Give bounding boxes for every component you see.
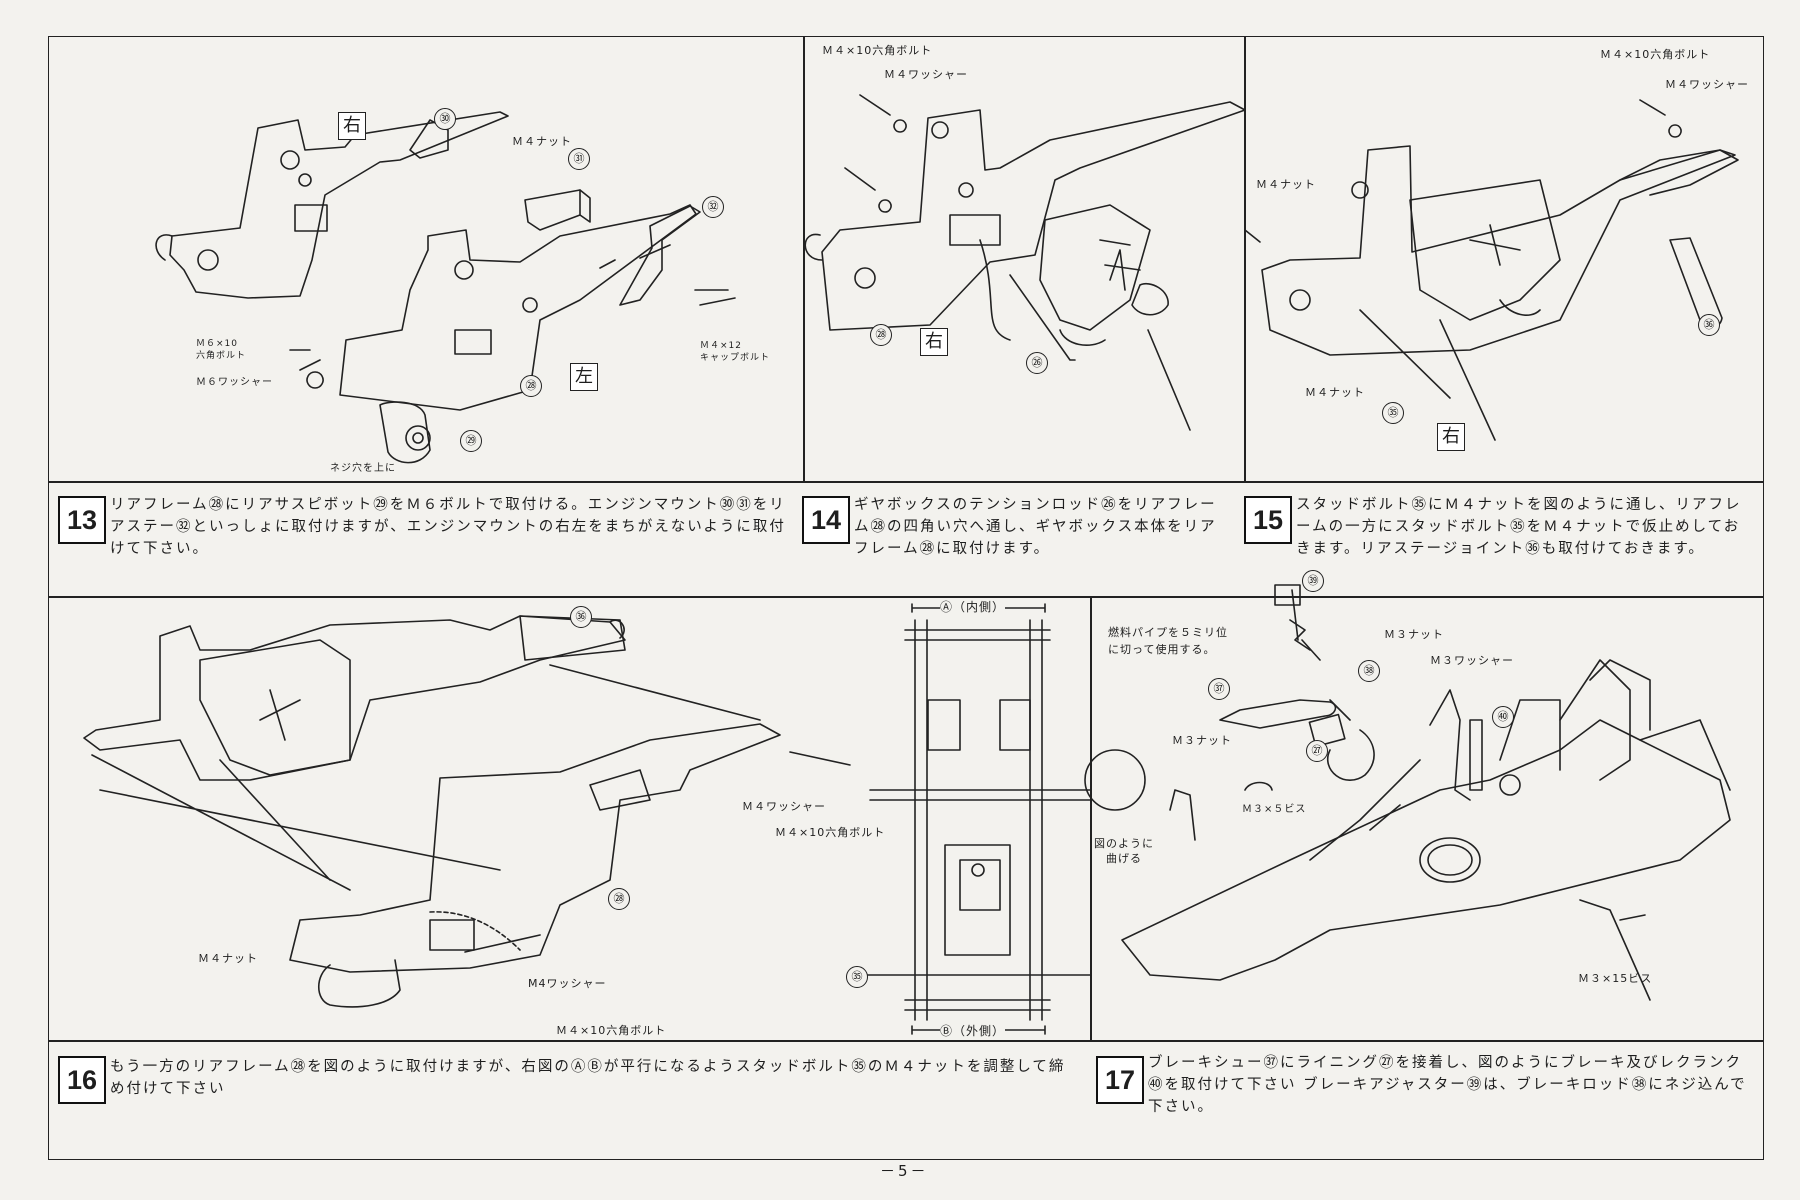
- side-right-label: 右: [920, 328, 948, 356]
- part-number-28: ㉘: [608, 888, 630, 910]
- dimension-b-outer: Ⓑ（外側）: [940, 1022, 1006, 1039]
- page-border: [48, 36, 1764, 1160]
- m4-nut-label: Ｍ４ナット: [1256, 178, 1316, 191]
- m4-nut-label: Ｍ４ナット: [512, 135, 572, 148]
- m3-nut-label-left: Ｍ３ナット: [1172, 734, 1232, 747]
- m4-hex-bolt-label: Ｍ４×10六角ボルト: [1600, 48, 1711, 61]
- m3-washer-label: Ｍ３ワッシャー: [1430, 654, 1514, 667]
- part-number-39: ㊴: [1302, 570, 1324, 592]
- m3-15-screw-label: Ｍ３×15ビス: [1578, 972, 1653, 985]
- part-number-28: ㉘: [870, 324, 892, 346]
- m4-washer-label-bottom: M4ワッシャー: [528, 977, 607, 990]
- step-14-number: 14: [802, 496, 850, 544]
- m4-nut-label: Ｍ４ナット: [198, 952, 258, 965]
- part-number-35: ㉟: [846, 966, 868, 988]
- step-17-text: ブレーキシュー㊲にライニング㉗を接着し、図のようにブレーキ及びレクランク㊵を取付…: [1148, 1055, 1747, 1115]
- step-14-text: ギヤボックスのテンションロッド㉖をリアフレーム㉘の四角い穴へ通し、ギヤボックス本…: [854, 497, 1217, 557]
- m4-hex-bolt-label: Ｍ４×10六角ボルト: [775, 826, 886, 839]
- panel-16-schematic: [859, 603, 1091, 1035]
- side-right-label: 右: [1437, 423, 1465, 451]
- part-number-37: ㊲: [1208, 678, 1230, 700]
- step-16-number: 16: [58, 1056, 106, 1104]
- part-number-35: ㉟: [1382, 402, 1404, 424]
- part-number-36: ㊱: [570, 606, 592, 628]
- fuel-pipe-note: 燃料パイプを５ミリ位 に切って使用する。: [1108, 626, 1228, 656]
- m4-washer-label: Ｍ４ワッシャー: [884, 68, 968, 81]
- vertical-divider-3: [1090, 597, 1092, 1041]
- panel-14-drawing: [804, 94, 1246, 431]
- m4-cap-bolt-label: Ｍ４×12 キャップボルト: [700, 341, 771, 363]
- m3-nut-label: Ｍ３ナット: [1384, 628, 1444, 641]
- horizontal-divider-1: [48, 481, 1764, 483]
- part-number-27: ㉗: [1306, 740, 1328, 762]
- side-left-label: 左: [570, 363, 598, 391]
- step-17-number: 17: [1096, 1056, 1144, 1104]
- step-16-text: もう一方のリアフレーム㉘を図のように取付けますが、右図のⒶⒷが平行になるようスタ…: [110, 1059, 1066, 1097]
- panel-17-drawing: [1084, 584, 1731, 1001]
- step-13-number: 13: [58, 496, 106, 544]
- m4-nut-label-bottom: Ｍ４ナット: [1305, 386, 1365, 399]
- m6-washer-label: Ｍ６ワッシャー: [196, 377, 273, 388]
- vertical-divider-1: [803, 36, 805, 482]
- step-13-text: リアフレーム㉘にリアサスピボット㉙をＭ６ボルトで取付ける。エンジンマウント㉚㉛を…: [110, 497, 786, 557]
- part-number-32: ㉜: [702, 196, 724, 218]
- m3-screw-label: Ｍ３×５ビス: [1242, 804, 1307, 815]
- panel-13-drawing: [155, 111, 736, 464]
- dimension-a-inner: Ⓐ（内側）: [940, 598, 1006, 615]
- horizontal-divider-3: [48, 1040, 1764, 1042]
- part-number-26: ㉖: [1026, 352, 1048, 374]
- m4-washer-label: Ｍ４ワッシャー: [742, 800, 826, 813]
- part-number-30: ㉚: [434, 108, 456, 130]
- step-15-number: 15: [1244, 496, 1292, 544]
- side-right-label: 右: [338, 112, 366, 140]
- bend-note: 図のように 曲げる: [1094, 837, 1154, 865]
- page-number: －5－: [880, 1162, 929, 1180]
- m4-hex-bolt-label-bottom: Ｍ４×10六角ボルト: [556, 1024, 667, 1037]
- part-number-36: ㊱: [1698, 314, 1720, 336]
- part-number-29: ㉙: [460, 430, 482, 452]
- screw-hole-up-label: ネジ穴を上に: [330, 463, 396, 474]
- horizontal-divider-2: [48, 596, 1764, 598]
- m4-hex-bolt-label: Ｍ４×10六角ボルト: [822, 44, 933, 57]
- m4-washer-label: Ｍ４ワッシャー: [1665, 78, 1749, 91]
- panel-16-drawing: [83, 615, 851, 1008]
- step-15-text: スタッドボルト㉟にＭ４ナットを図のように通し、リアフレームの一方にスタッドボルト…: [1296, 497, 1742, 557]
- part-number-28: ㉘: [520, 375, 542, 397]
- part-number-40: ㊵: [1492, 706, 1514, 728]
- m6-bolt-label: Ｍ６×10 六角ボルト: [196, 339, 247, 361]
- part-number-31: ㉛: [568, 148, 590, 170]
- part-number-38: ㊳: [1358, 660, 1380, 682]
- vertical-divider-2: [1244, 36, 1246, 482]
